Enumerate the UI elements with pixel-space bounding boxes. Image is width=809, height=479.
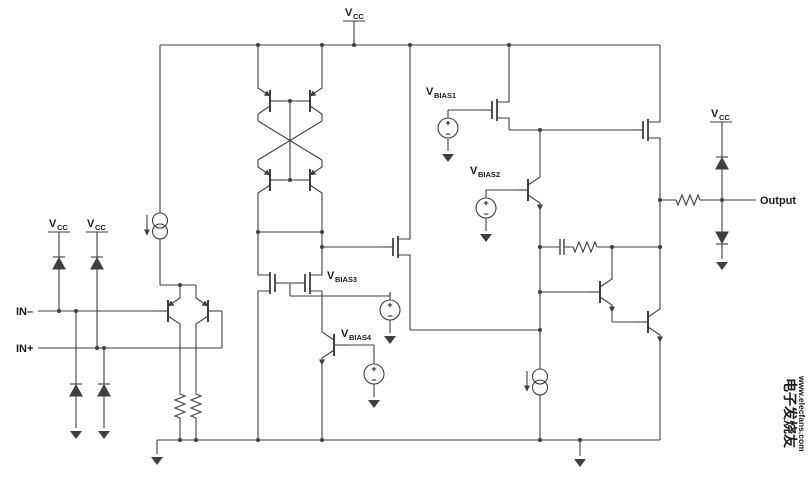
clamp-diode-vcc2 — [90, 256, 104, 270]
cascode-mos-p1 — [257, 262, 287, 304]
output-npn — [634, 302, 660, 342]
output-label: Output — [760, 195, 796, 207]
output-current-source — [527, 369, 548, 395]
load-resistor-1 — [174, 393, 186, 419]
watermark: 电子发烧友 www.elecfans.com — [782, 375, 807, 452]
output-diode-vcc — [715, 156, 729, 170]
gain-stage-mos — [381, 226, 411, 268]
clamp-diode-gnd1 — [69, 383, 83, 397]
vcc-left2-sub: CC — [95, 223, 106, 232]
vbias4-minus: − — [371, 375, 376, 385]
vbias3-minus: − — [387, 311, 392, 321]
vbias1-label: V — [426, 86, 434, 98]
vbias4-label: V — [341, 328, 349, 340]
in-minus-label: IN– — [16, 306, 33, 318]
watermark-text-url: www.elecfans.com — [797, 375, 807, 452]
tail-current-source — [147, 213, 168, 239]
vbias3-plus: + — [387, 300, 392, 310]
vbias1-source — [437, 109, 459, 147]
output-resistor — [675, 194, 701, 206]
vcc-left1-label: V — [49, 218, 57, 230]
vcc-right-sub: CC — [719, 113, 730, 122]
load-resistor-2 — [190, 393, 202, 419]
driver-transistor — [586, 272, 612, 312]
cascode-mos-p2 — [293, 262, 323, 304]
vcc-top-sub: CC — [353, 12, 364, 21]
mirror-transistor-t3 — [258, 160, 284, 200]
labels: V CC V CC V CC V CC V BIAS1 V BIAS2 V BI… — [16, 7, 796, 385]
vbias3-source — [379, 291, 401, 329]
watermark-text-cn: 电子发烧友 — [782, 378, 798, 448]
junction-dots — [57, 43, 724, 442]
vbias4-source — [363, 355, 385, 393]
input-transistor-q1 — [154, 291, 180, 331]
bias2-transistor — [514, 170, 540, 210]
vcc-top-label: V — [345, 7, 353, 19]
clamp-diode-gnd2 — [97, 383, 111, 397]
vcc-left2-label: V — [87, 218, 95, 230]
in-plus-label: IN+ — [16, 343, 33, 355]
mirror-transistor-t4 — [296, 160, 322, 200]
bias1-mos — [480, 89, 510, 131]
wires — [38, 20, 756, 456]
vbias1-minus: − — [445, 129, 450, 139]
vbias2-plus: + — [483, 198, 488, 208]
mirror-transistor-t1 — [258, 81, 284, 121]
vcc-right-label: V — [711, 108, 719, 120]
vbias1-plus: + — [445, 118, 450, 128]
output-pmos — [631, 109, 661, 151]
vbias1-sub: BIAS1 — [434, 91, 456, 100]
vbias2-minus: − — [483, 209, 488, 219]
output-diode-gnd — [715, 231, 729, 245]
clamp-diode-vcc1 — [52, 256, 66, 270]
vbias4-sub: BIAS4 — [349, 333, 372, 342]
vcc-left1-sub: CC — [57, 223, 68, 232]
vbias2-label: V — [470, 165, 478, 177]
mirror-transistor-t2 — [296, 81, 322, 121]
vbias2-sub: BIAS2 — [478, 170, 500, 179]
compensation-capacitor — [559, 238, 565, 256]
compensation-resistor — [572, 241, 598, 253]
input-transistor-q2 — [196, 291, 222, 331]
vbias2-source — [475, 189, 497, 227]
vbias3-label: V — [327, 270, 335, 282]
vbias3-sub: BIAS3 — [335, 275, 357, 284]
vbias4-plus: + — [371, 364, 376, 374]
